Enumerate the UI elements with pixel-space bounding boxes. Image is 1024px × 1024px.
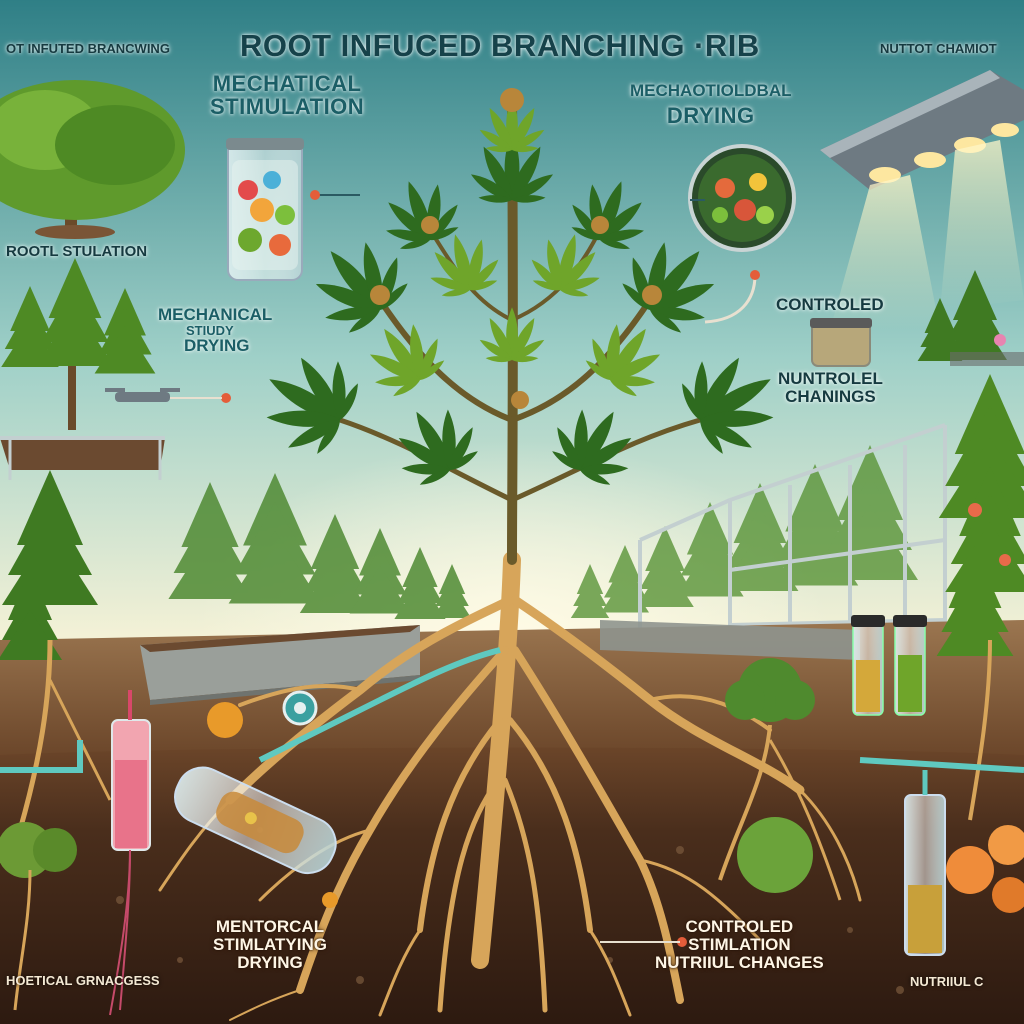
label-nutrolel-changes: NUNTROLEL CHANINGS [778,370,883,406]
diagram-title: ROOT INFUCED BRANCHING ·RIB [240,28,760,63]
label-root-stulation: ROOTL STULATION [6,243,148,260]
label-mentorcal-stimlatying-drying: MENTORCAL STIMLATYING DRYING [213,918,327,972]
label-line: MENTORCAL [215,917,325,936]
label-line: DRYING [184,336,250,356]
bowl-icon [688,144,796,252]
label-controled-stimlation-nutrients: CONTROLED STIMLATION NUTRIIUL CHANGES [655,918,824,972]
label-line: NUNTROLEL [778,369,883,388]
label-bottom-left: HOETICAL GRNACGESS [6,973,160,988]
label-line: DRYING [237,952,303,972]
label-line: CHANINGS [785,386,876,406]
irrigation-pipe [0,647,1024,773]
drone-icon [105,388,180,402]
tube-icon [109,690,151,1016]
label-line: CONTROLED [685,917,794,936]
jar-icon [810,318,872,367]
tree-icon [0,258,165,480]
label-mechanical-drying-top: MECHAOTIOLDBAL DRYING [630,82,791,127]
tree-icon [0,80,185,239]
label-line: STIMLATION [688,934,791,954]
label-line: DRYING [666,102,755,128]
vial-icon [851,615,927,716]
label-line: MECHATICAL [212,71,362,96]
label-controled-right: CONTROLED [776,295,884,314]
grow-lamp-icon [820,70,1024,330]
tube-icon [174,766,337,875]
label-top-left: OT INFUTED BRANCWING [6,41,170,56]
label-line: MECHAOTIOLDBAL [630,81,792,100]
moss-ball [737,817,813,893]
jar-icon [226,138,360,281]
label-line: STIMULATION [210,94,365,120]
tree-icon [0,470,131,1011]
label-line: NUTRIIUL CHANGES [655,952,824,972]
tree-icon [936,374,1024,656]
label-mechanical-left: MECHANICAL STIUDY DRYING [158,306,272,355]
label-top-right: NUTTOT CHAMIOT [880,41,997,56]
tree-icon [725,658,815,722]
vial-icon [904,770,946,956]
main-plant-foliage [243,88,798,496]
fruit-cluster [946,825,1024,913]
label-line: MECHANICAL [158,305,273,324]
label-bottom-far-right: NUTRIIUL C [910,974,984,989]
label-mechanical-stimulation-top: MECHATICAL STIMULATION [210,72,364,118]
label-line: STIUDY [186,322,234,338]
tree-icon [917,270,1024,366]
label-line: STIMLATYING [213,934,327,954]
